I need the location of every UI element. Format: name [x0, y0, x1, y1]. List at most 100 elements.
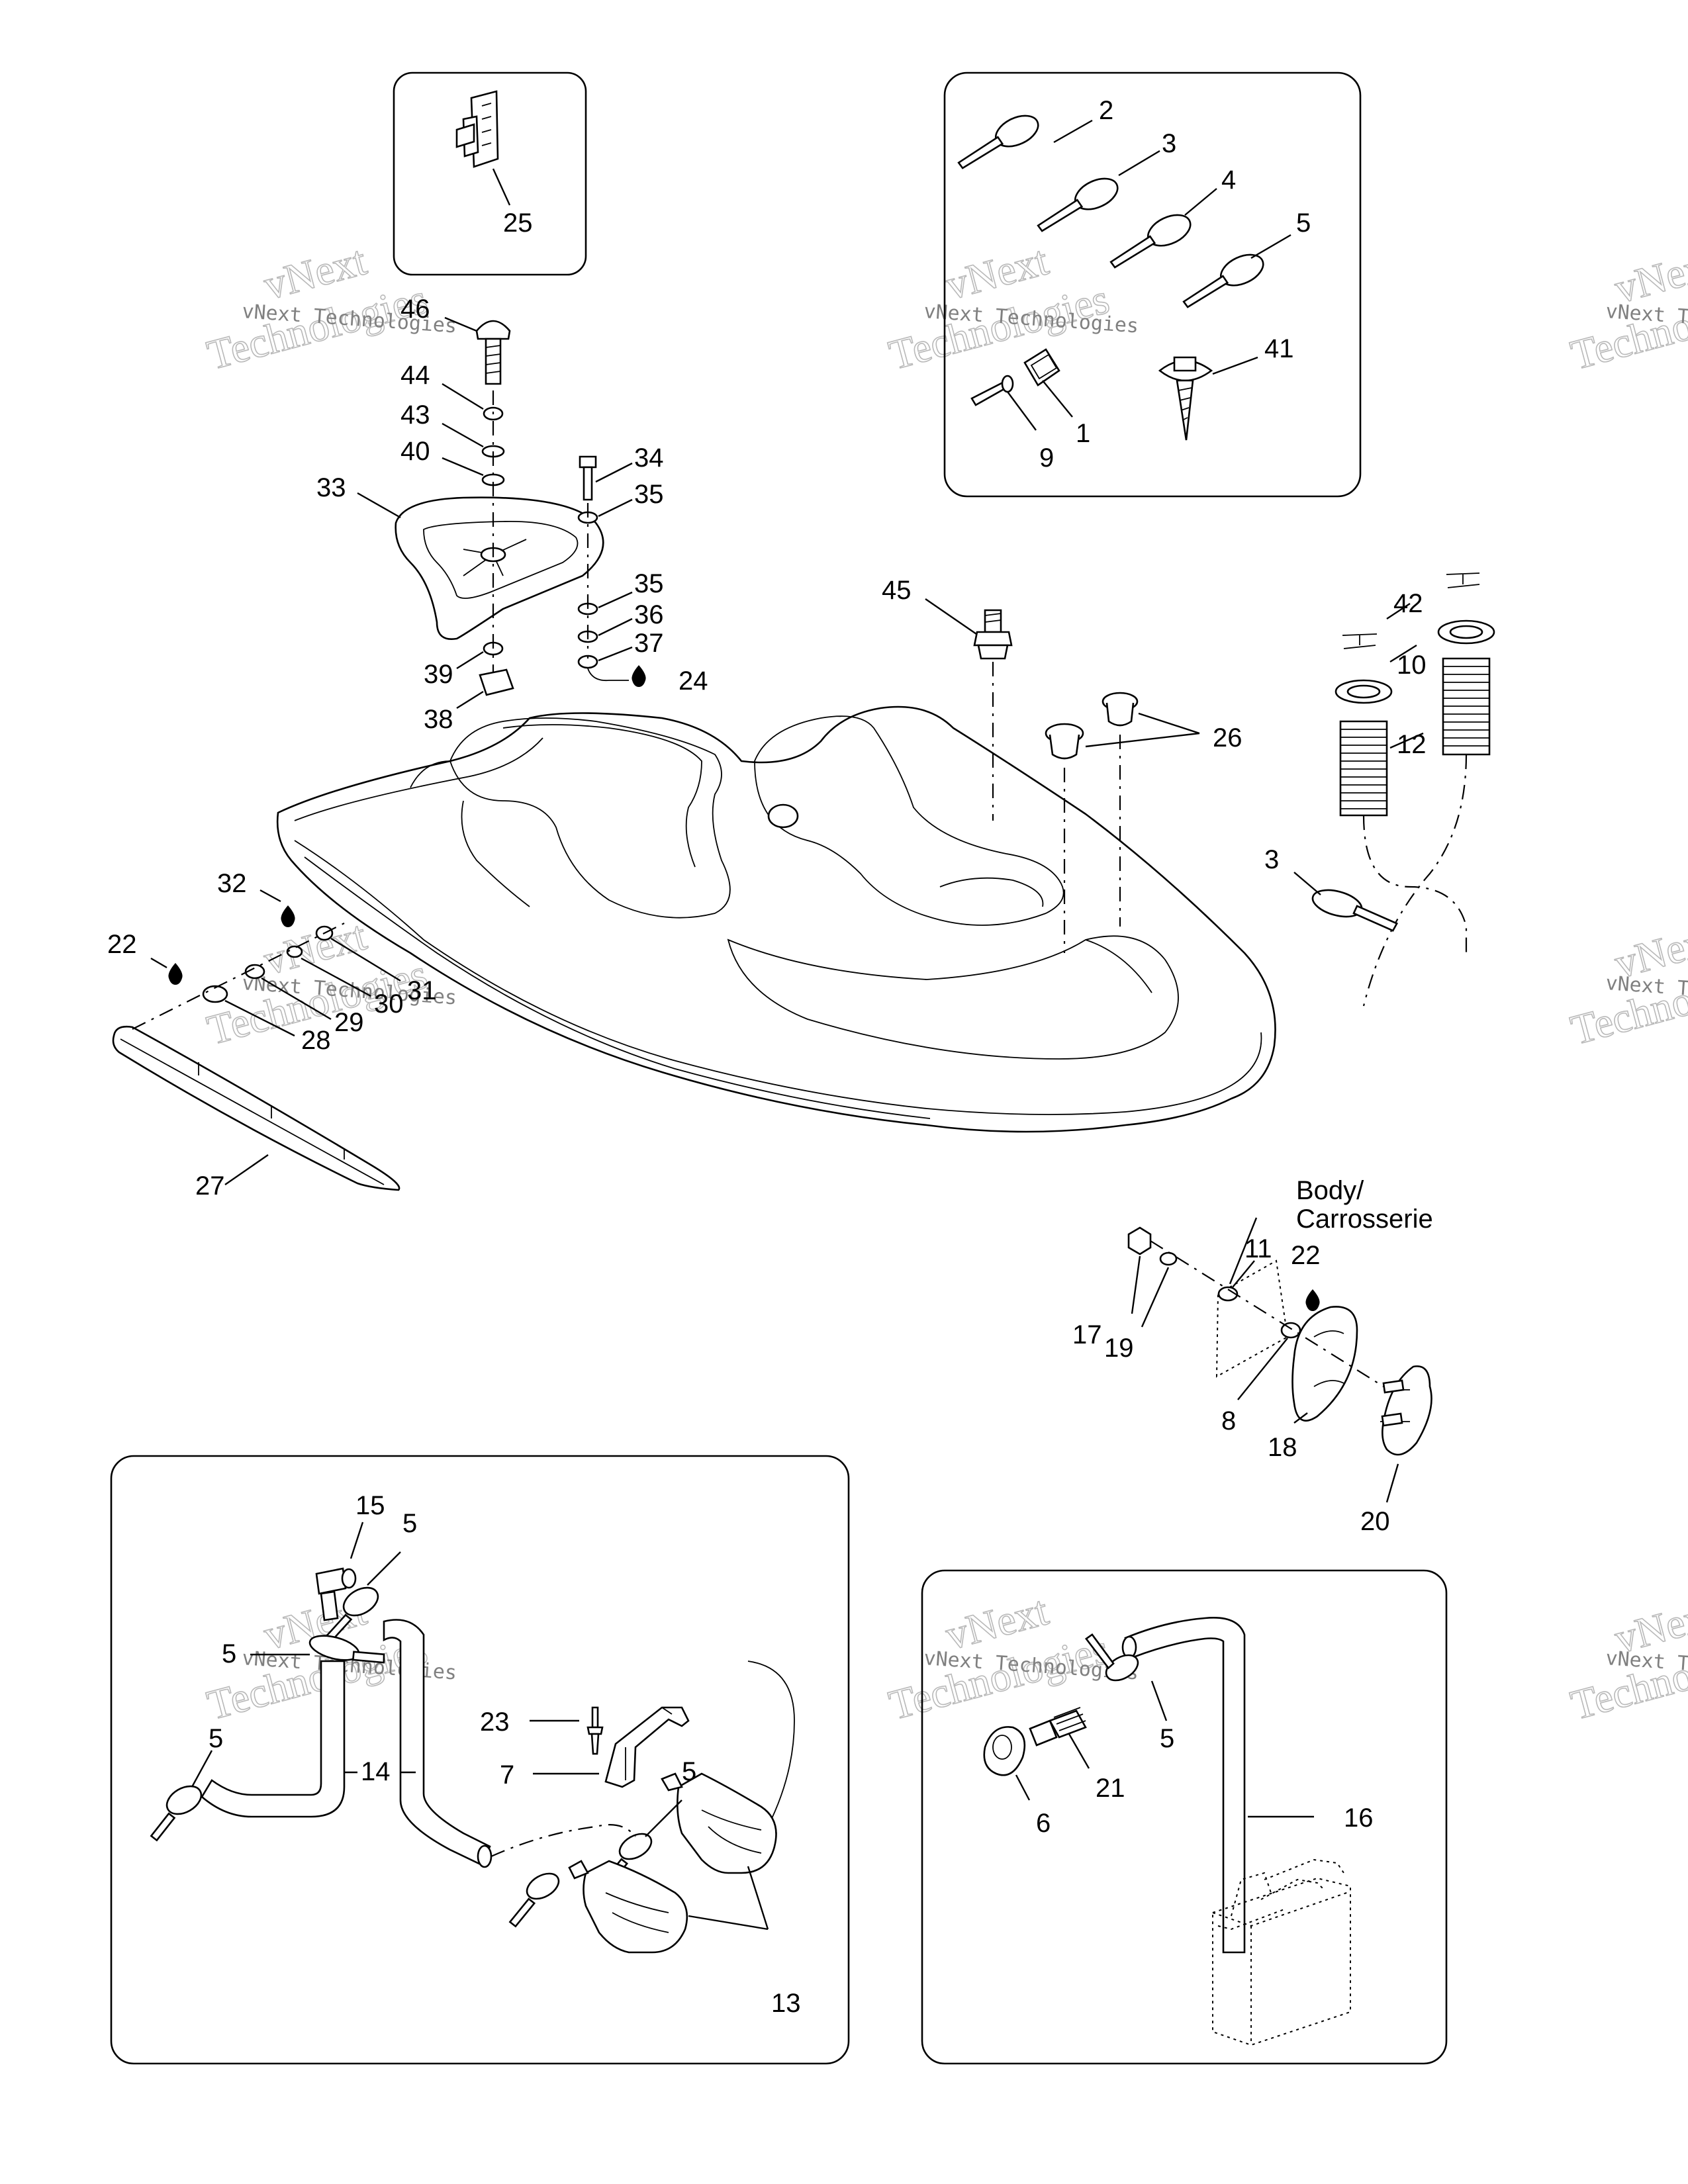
- leader-37: [598, 646, 633, 662]
- leader-4: [1184, 188, 1217, 216]
- callout-41: 41: [1264, 334, 1294, 363]
- leader-11: [1232, 1260, 1255, 1288]
- washer-28: [202, 985, 228, 1003]
- washer-8: [1280, 1322, 1301, 1339]
- oil-reservoir-group: [150, 1567, 795, 1954]
- washer-30: [286, 945, 303, 958]
- drop-icon-32: [281, 905, 295, 927]
- leader-20: [1385, 1463, 1399, 1503]
- leader-35a: [598, 498, 633, 518]
- center-line-rail: [132, 923, 345, 1030]
- callout-19: 19: [1104, 1334, 1134, 1363]
- drop-icon-22b: [1305, 1289, 1320, 1311]
- callout-3a: 3: [1162, 129, 1176, 158]
- fuel-cap-group: [1127, 1226, 1432, 1456]
- leader-9: [1007, 391, 1037, 431]
- leader-32: [259, 889, 281, 903]
- grab-handle-part: [395, 496, 604, 641]
- inset-box-clip: [393, 71, 587, 276]
- bolt-34: [579, 455, 597, 501]
- leader-5f: [1150, 1680, 1168, 1721]
- callout-14: 14: [361, 1757, 391, 1786]
- bellows-left: [1335, 633, 1393, 817]
- clip-nut-part: [1023, 348, 1060, 387]
- leader-15: [350, 1522, 364, 1559]
- leader-46: [444, 316, 477, 332]
- leader-26: [1085, 712, 1200, 748]
- drop-icon-22a: [168, 963, 183, 985]
- callout-33: 33: [316, 473, 346, 502]
- callout-12: 12: [1397, 730, 1427, 759]
- callout-11: 11: [1244, 1234, 1272, 1263]
- cable-tie-3b: [1311, 889, 1399, 932]
- callout-4: 4: [1221, 165, 1236, 195]
- callout-5f: 5: [1160, 1724, 1174, 1753]
- bolt-46: [475, 320, 511, 385]
- leader-36: [598, 617, 633, 637]
- leader-29: [261, 977, 332, 1021]
- grommet-26b: [1102, 692, 1139, 727]
- callout-23: 23: [480, 1707, 510, 1737]
- callout-20: 20: [1360, 1507, 1390, 1536]
- callout-15: 15: [355, 1491, 385, 1520]
- callout-31: 31: [407, 976, 437, 1005]
- leader-30: [301, 957, 371, 997]
- leader-2: [1053, 119, 1093, 144]
- callout-32: 32: [217, 869, 247, 898]
- leader-31: [330, 937, 401, 982]
- nut-17: [1127, 1226, 1152, 1255]
- leader-18: [1293, 1412, 1308, 1424]
- leader-8: [1237, 1338, 1288, 1400]
- callouts: 1 2 3 3 4 5 5 5 5 5 5 6 7 8 9 10 11 12 1…: [107, 96, 1427, 2018]
- callout-18: 18: [1268, 1433, 1297, 1462]
- leader-1: [1042, 380, 1073, 418]
- leader-27: [224, 1154, 269, 1185]
- callout-5a: 5: [1296, 208, 1311, 238]
- callout-28: 28: [301, 1026, 331, 1055]
- leader-22a: [150, 957, 167, 969]
- washer-29: [244, 964, 265, 979]
- rub-rail-part: [112, 1026, 400, 1191]
- hose-path-left: [1362, 754, 1468, 1007]
- leader-5e: [645, 1799, 682, 1837]
- callout-2: 2: [1099, 96, 1113, 125]
- callout-7: 7: [500, 1760, 514, 1790]
- bellows-right: [1437, 572, 1495, 756]
- gasket-11: [1217, 1286, 1239, 1302]
- callout-29: 29: [334, 1008, 364, 1037]
- nut-38: [479, 668, 514, 696]
- leader-5a: [1250, 234, 1291, 259]
- callout-17: 17: [1072, 1320, 1102, 1349]
- watermark-2: vNext Technologies: [884, 236, 1115, 379]
- callout-5c: 5: [222, 1639, 236, 1668]
- watermark-1: vNext Technologies: [202, 236, 433, 379]
- inset-box-oil-reservoir: [110, 1455, 850, 2065]
- callout-1: 1: [1076, 419, 1090, 448]
- leader-body: [1229, 1217, 1258, 1285]
- leader-24-hook: [587, 668, 629, 682]
- callout-38: 38: [424, 705, 453, 734]
- leader-42: [1386, 602, 1411, 620]
- leader-5d: [191, 1750, 213, 1788]
- inset-box-battery-vent: [921, 1569, 1448, 2065]
- leader-45: [925, 598, 977, 635]
- callout-9: 9: [1039, 443, 1054, 473]
- leader-6: [1015, 1774, 1031, 1801]
- callout-34: 34: [634, 443, 664, 473]
- callout-30: 30: [374, 989, 404, 1019]
- cable-ties: [957, 114, 1264, 308]
- leader-35b: [598, 591, 633, 609]
- callout-42: 42: [1393, 589, 1423, 618]
- leader-5b: [367, 1551, 401, 1586]
- callout-22a: 22: [107, 930, 137, 959]
- callout-25: 25: [503, 208, 533, 238]
- callout-10: 10: [1397, 651, 1427, 680]
- callout-3b: 3: [1264, 845, 1279, 874]
- leader-13: [688, 1866, 769, 1931]
- leader-33: [357, 492, 401, 519]
- leader-21: [1068, 1733, 1090, 1769]
- grommet-26a: [1045, 723, 1084, 760]
- callout-36: 36: [634, 600, 664, 629]
- callout-45: 45: [882, 576, 912, 605]
